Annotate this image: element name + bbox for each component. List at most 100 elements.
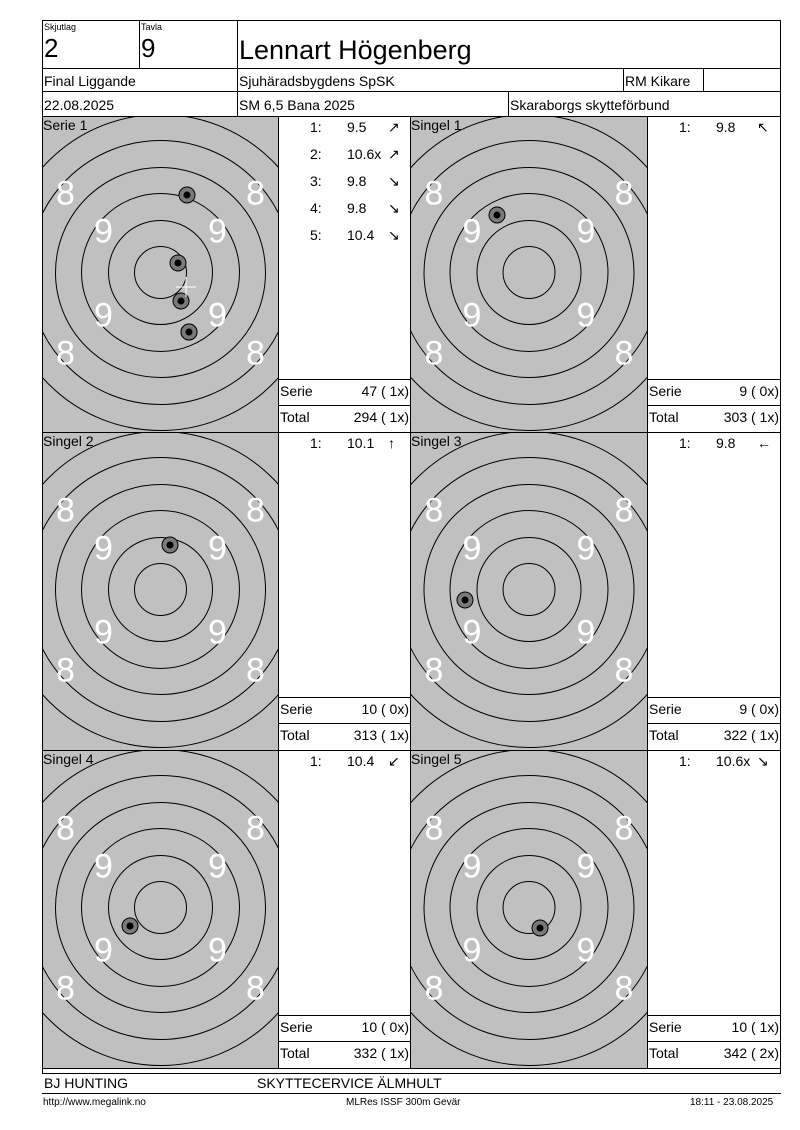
- shot-direction-arrow-icon: ↘: [388, 200, 400, 216]
- target-ring: [502, 881, 556, 934]
- footer-software: MLRes ISSF 300m Gevär: [346, 1097, 461, 1108]
- shot-value: 10.1: [347, 435, 375, 451]
- ring-number-label: 9: [577, 530, 596, 568]
- shot-hit-center: [174, 259, 182, 267]
- ring-number-label: 9: [463, 614, 482, 652]
- summary-divider: [647, 1041, 780, 1042]
- shot-value: 10.4: [347, 753, 375, 769]
- target-background: [43, 117, 278, 432]
- target-ring: [449, 510, 609, 669]
- target-ring: [476, 855, 582, 960]
- shooter-class: RM Kikare: [625, 73, 691, 89]
- target-background: [411, 117, 647, 432]
- shot-direction-arrow-icon: ↘: [388, 173, 400, 189]
- target-ring: [449, 828, 609, 987]
- ring-number-label: 9: [577, 614, 596, 652]
- header-row3-border: [42, 116, 781, 117]
- serie-label: Serie: [280, 701, 313, 717]
- ring-number-label: 8: [56, 652, 75, 690]
- target-ring: [55, 802, 266, 1013]
- target-ring: [43, 117, 278, 431]
- target-ring: [55, 167, 266, 378]
- target-ring: [108, 220, 213, 325]
- column-divider: [410, 116, 411, 1068]
- panel-title: Singel 3: [411, 433, 462, 449]
- target-ring: [411, 117, 647, 431]
- ring-number-label: 8: [56, 175, 75, 213]
- ring-number-label: 9: [208, 530, 227, 568]
- serie-value: 9 ( 0x): [739, 701, 779, 717]
- shot-hit-center: [185, 328, 193, 336]
- row-divider-3: [42, 1068, 781, 1069]
- target-ring: [423, 167, 635, 378]
- target-ring: [81, 510, 240, 669]
- shot-value: 9.8: [347, 200, 367, 216]
- right-target-border: [647, 116, 648, 1068]
- target-ring: [449, 193, 609, 352]
- sponsor-left: BJ HUNTING: [44, 1075, 128, 1091]
- summary-divider: [278, 697, 410, 698]
- target-background: [411, 433, 647, 750]
- ring-number-label: 9: [94, 530, 113, 568]
- header-divider-2: [237, 20, 238, 116]
- shot-value: 9.5: [347, 119, 367, 135]
- target-ring: [411, 140, 647, 405]
- shot-direction-arrow-icon: ↗: [388, 146, 400, 162]
- shot-value: 9.8: [347, 173, 367, 189]
- summary-divider: [647, 1015, 780, 1016]
- target-ring: [502, 563, 556, 616]
- total-value: 294 ( 1x): [353, 409, 409, 425]
- target-ring: [43, 433, 278, 748]
- serie-label: Serie: [649, 1019, 682, 1035]
- target-ring: [423, 484, 635, 695]
- shot-hit-center: [536, 924, 544, 932]
- header-row2-border: [42, 91, 781, 92]
- ring-number-label: 8: [246, 175, 265, 213]
- serie-value: 10 ( 0x): [361, 701, 409, 717]
- shot-hit-center: [166, 541, 174, 549]
- target-ring: [423, 802, 635, 1013]
- tavla-value: 9: [141, 33, 156, 63]
- ring-number-label: 9: [577, 297, 596, 335]
- shot-hit-center: [183, 191, 191, 199]
- ring-number-label: 8: [246, 810, 265, 848]
- header-divider-3: [623, 68, 624, 91]
- summary-divider: [278, 405, 410, 406]
- target-ring: [411, 775, 647, 1040]
- ring-number-label: 8: [425, 175, 444, 213]
- summary-divider: [278, 379, 410, 380]
- row-divider-1: [42, 432, 781, 433]
- shot-direction-arrow-icon: ←: [757, 435, 771, 451]
- target-ring: [108, 855, 213, 960]
- ring-number-label: 8: [425, 492, 444, 530]
- shot-number: 1:: [679, 435, 691, 451]
- left-border: [42, 20, 43, 1073]
- ring-number-label: 8: [425, 652, 444, 690]
- event-name: Final Liggande: [44, 73, 136, 89]
- footer-url[interactable]: http://www.megalink.no: [43, 1097, 146, 1108]
- shot-number: 1:: [679, 119, 691, 135]
- target-background: [411, 751, 647, 1068]
- left-target-border: [278, 116, 279, 1068]
- footer-timestamp: 18:11 - 23.08.2025: [690, 1097, 774, 1108]
- federation-name: Skaraborgs skytteförbund: [510, 97, 670, 113]
- ring-number-label: 8: [425, 970, 444, 1008]
- shot-hit-center: [126, 922, 134, 930]
- ring-number-label: 8: [246, 492, 265, 530]
- panel-title: Singel 4: [43, 751, 94, 767]
- target-ring: [134, 563, 187, 616]
- ring-number-label: 8: [56, 810, 75, 848]
- shot-value: 10.4: [347, 227, 375, 243]
- footer-top-border: [42, 1073, 781, 1074]
- target-ring: [108, 537, 213, 642]
- serie-label: Serie: [649, 383, 682, 399]
- total-label: Total: [280, 727, 310, 743]
- total-label: Total: [649, 409, 679, 425]
- total-label: Total: [649, 1045, 679, 1061]
- shot-hit-center: [177, 297, 185, 305]
- date: 22.08.2025: [44, 97, 115, 113]
- summary-divider: [647, 379, 780, 380]
